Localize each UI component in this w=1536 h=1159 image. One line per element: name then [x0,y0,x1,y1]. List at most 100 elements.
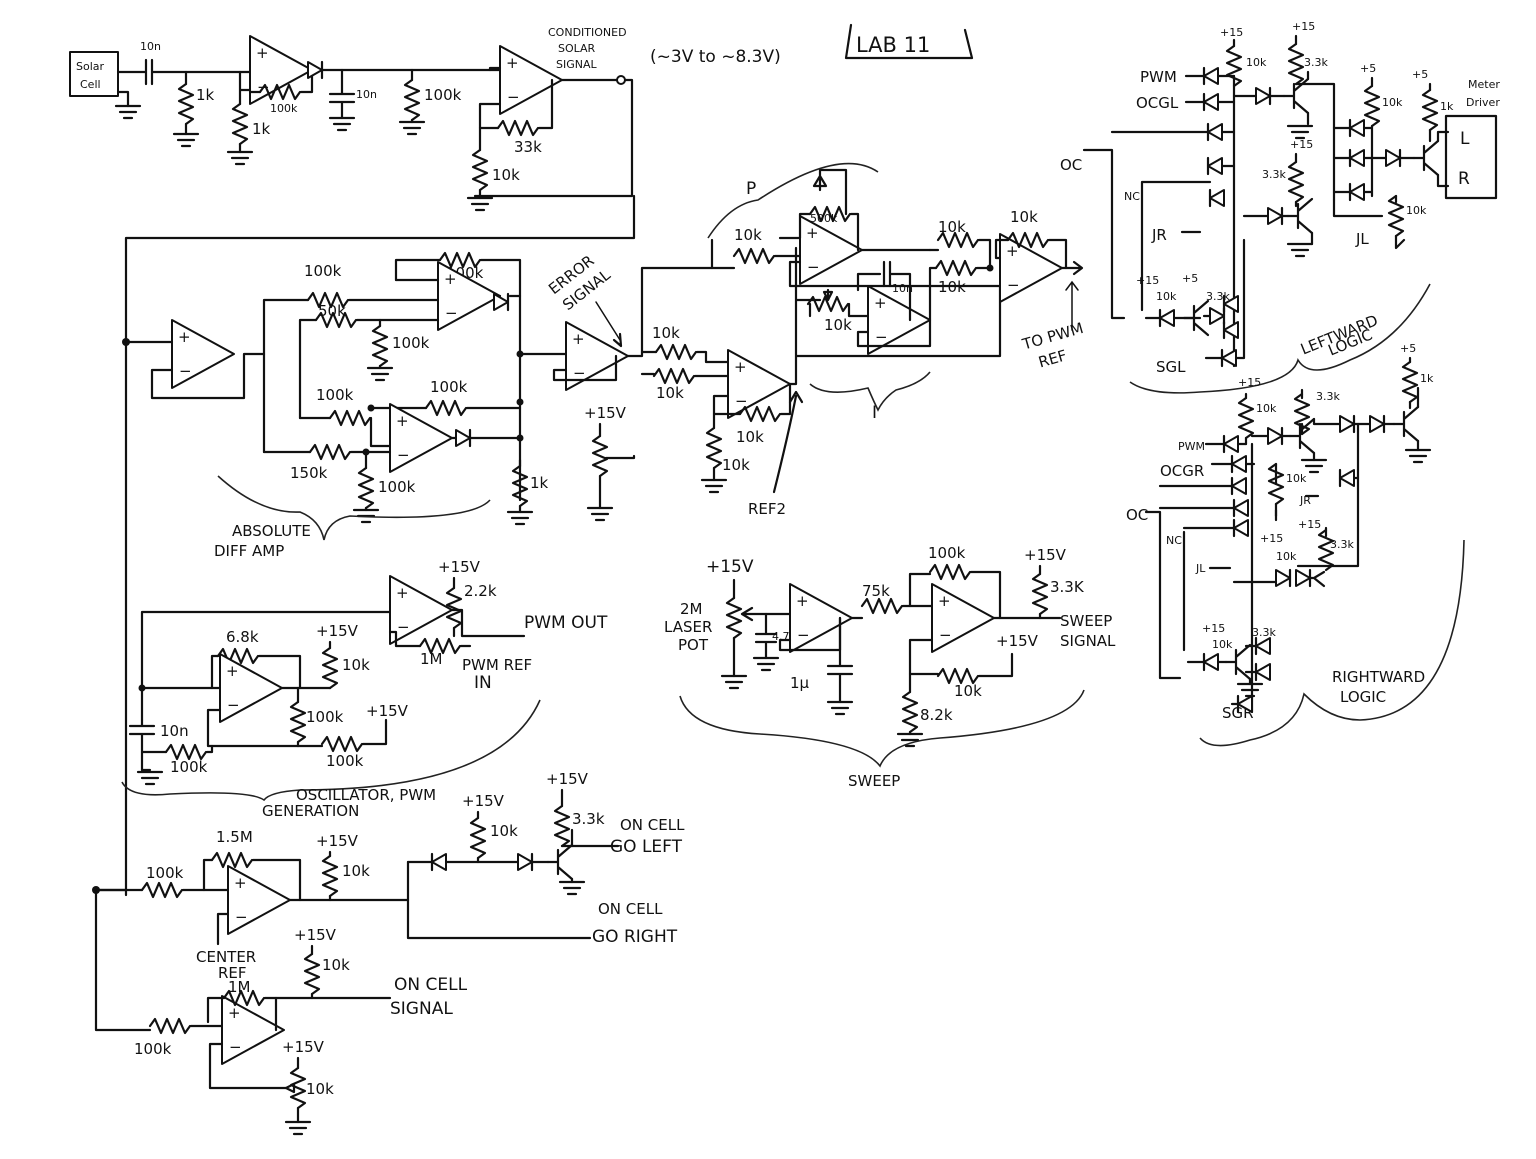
rw-mid-supply2: +15 [1298,518,1321,531]
signal-label-1: ON CELL [394,975,468,995]
sweep-rin-label: 75k [862,582,890,600]
lw-supply4: +5 [1412,68,1428,81]
r-gain-label: 1k [252,120,271,138]
osc-rpull-label: 10k [342,656,370,674]
solar-cell-label-1: Solar [76,60,105,73]
pid-stage: 10k 10k 10k 10k REF2 10k 500k P 10k 10n … [626,162,1085,518]
lw-supply3: +5 [1360,62,1376,75]
abs-r6-label: 100k [430,378,468,396]
opamp-sweep-gain [931,583,995,653]
lab-title: LAB 11 [856,33,930,57]
signal-rail-top [124,194,636,342]
opamp-sweep-buffer [789,583,853,653]
rw-low-r1: 10k [1212,638,1233,651]
lw-mid-supply: +15 [1290,138,1313,151]
sweep-supply-label: +15V [706,557,754,577]
rw-r3: 1k [1420,372,1434,385]
pwm-out-label: PWM OUT [524,613,608,633]
abs-diff-amp: 100k 100k 50k 100k 100k 100k 150k 100k 1… [124,252,636,560]
r-bleed-label: 100k [424,86,462,104]
opamp-i [867,285,931,355]
oncell-pot-label: 10k [306,1080,334,1098]
oscillator-pwm: 6.8k +15V 10k 100k 100k +15V 10n 100k 1M… [121,558,608,820]
conditioned-label-1: CONDITIONED [548,26,627,39]
rw-mid-r2: 3.3k [1330,538,1354,551]
oncell-rpull2-label: 10k [490,822,518,840]
opamp-p [799,215,863,285]
abs-title-2: DIFF AMP [214,542,284,560]
signal-rail-left [94,338,152,1032]
opamp-abs-lower [389,403,453,473]
abs-r1-label: 100k [304,262,342,280]
sweep-pot-3: POT [678,636,709,654]
to-pwm-label-1: TO PWM [1019,319,1085,354]
sweep-rpull-label: 3.3K [1050,578,1085,596]
header: LAB 11 CONDITIONED SOLAR SIGNAL (~3V to … [548,23,974,71]
rw-r2: 3.3k [1316,390,1340,403]
ref2-label: REF2 [748,500,786,518]
rw-low-r2: 3.3k [1252,626,1276,639]
abs-r3-label: 50k [318,302,346,320]
rw-r: 10k [1256,402,1277,415]
rw-input-nc: NC [1166,534,1182,547]
oncell-rpull3-label: 3.3k [572,810,605,828]
rw-title-1: RIGHTWARD [1332,668,1425,686]
opamp-ref-sum [727,349,791,419]
lw-input-nc: NC [1124,190,1140,203]
opamp-oncell [227,865,291,935]
lw-input-jr: JR [1151,226,1167,244]
lw-r4: 1k [1440,100,1454,113]
sweep-supply3-label: +15V [1024,546,1067,564]
lw-meter-1: Meter [1468,78,1500,91]
r-fb2-label: 33k [514,138,542,156]
signal-range: (~3V to ~8.3V) [650,47,781,67]
rw-input-ocgr: OCGR [1160,462,1204,480]
ref-supply-label: +15V [584,404,627,422]
lw-jl: JL [1355,230,1369,248]
oncell-rin2-label: 100k [134,1040,172,1058]
rw-mid-supply: +15 [1260,532,1283,545]
oncell-supply3-label: +15V [546,770,589,788]
sweep-roff-label: 10k [954,682,982,700]
sweep-title: SWEEP [848,772,900,790]
i-label: I [872,403,877,423]
pid-sum1-label: 10k [938,218,966,236]
p-label: P [746,179,756,199]
abs-r5-label: 100k [316,386,354,404]
r-gnd2-label: 10k [492,166,520,184]
lw-low-r1: 10k [1156,290,1177,303]
osc-supply3-label: +15V [438,558,481,576]
rw-input-oc: OC [1126,506,1148,524]
conditioned-label-3: SIGNAL [556,58,598,71]
osc-rgnd-label: 100k [170,758,208,776]
rw-supply2: +5 [1400,342,1416,355]
osc-supply2-label: +15V [366,702,409,720]
lw-supply2: +15 [1292,20,1315,33]
oncell-rfb2-label: 1M [228,978,251,996]
abs-r4-label: 100k [392,334,430,352]
opamp-oncell-signal [221,995,285,1065]
oncell-rpull1-label: 10k [342,862,370,880]
lw-low-supply1: +15 [1136,274,1159,287]
cap-in-label: 10n [140,40,161,53]
lw-input-pwm: PWM [1140,68,1177,86]
pid-rd-label: 10k [722,456,750,474]
lw-l: L [1460,129,1470,149]
rw-input-pwm: PWM [1178,440,1205,453]
osc-title-2: GENERATION [262,802,359,820]
lw-r-letter: R [1458,169,1470,189]
pwm-pull-label: 2.2k [464,582,497,600]
rw-low-supply: +15 [1202,622,1225,635]
abs-r9-label: 1k [530,474,549,492]
sweep-pot-2: LASER [664,618,712,636]
pwm-ref-in-label-1: PWM REF [462,656,532,674]
left-label-1: ON CELL [620,816,685,834]
pid-i-in-label: 10k [824,316,852,334]
lw-input-sgl: SGL [1156,358,1186,376]
lw-r6: 10k [1406,204,1427,217]
osc-c-label: 10n [160,722,189,740]
sweep-rgnd-label: 8.2k [920,706,953,724]
rw-r4: 10k [1286,472,1307,485]
on-cell-stage: 100k 1.5M CENTER REF +15V 10k +15V 10k +… [94,770,685,1136]
